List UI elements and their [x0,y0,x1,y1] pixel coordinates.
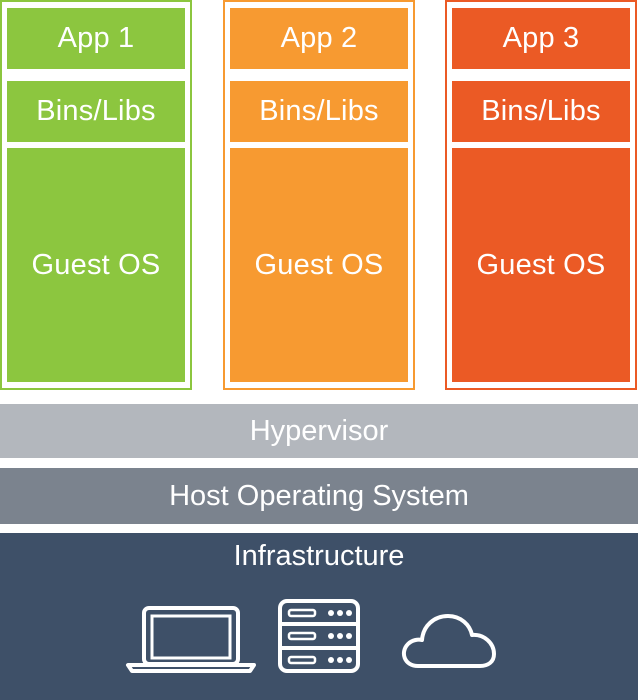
server-icon [278,599,360,673]
app-box: App 1 [7,8,185,69]
hypervisor-layer: Hypervisor [0,404,638,458]
hypervisor-label: Hypervisor [249,414,389,447]
guest-os-box: Guest OS [230,148,408,382]
guest-os-box: Guest OS [452,148,630,382]
host-os-label: Host Operating System [169,479,469,512]
host-os-layer: Host Operating System [0,468,638,524]
infrastructure-label: Infrastructure [233,540,405,572]
vm-column-2: App 2 Bins/Libs Guest OS [223,0,415,390]
vm-column-1: App 1 Bins/Libs Guest OS [0,0,192,390]
bins-libs-box: Bins/Libs [7,81,185,142]
app-box: App 2 [230,8,408,69]
cloud-icon [401,614,496,668]
bins-libs-box: Bins/Libs [452,81,630,142]
bins-libs-box: Bins/Libs [230,81,408,142]
laptop-icon [126,606,256,673]
app-box: App 3 [452,8,630,69]
guest-os-box: Guest OS [7,148,185,382]
vm-column-3: App 3 Bins/Libs Guest OS [445,0,637,390]
